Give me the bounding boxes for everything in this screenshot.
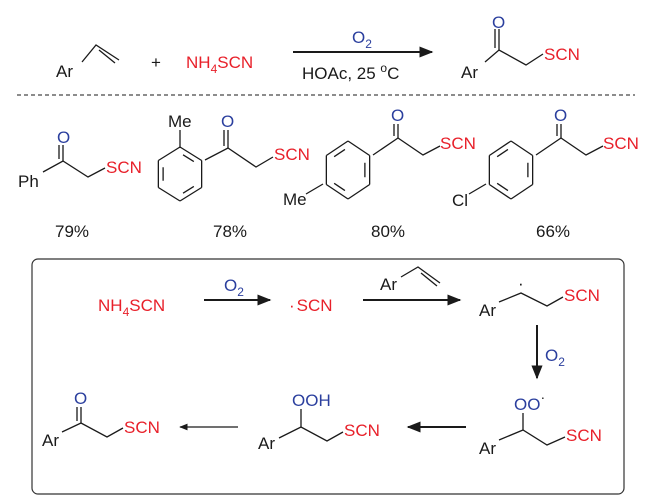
scn-label: SCN [440, 134, 476, 153]
example-o-tolyl: Me O SCN 78% [157, 112, 310, 241]
carbonyl-o-label: O [554, 106, 567, 125]
ring-double-bond [496, 148, 509, 158]
step1-o2: O2 [224, 276, 244, 299]
benzene-ring [157, 146, 203, 202]
yield-label: 80% [371, 222, 405, 241]
carbonyl-o-label: O [391, 106, 404, 125]
yield-label: 78% [213, 222, 247, 241]
ar-label: Ar [479, 439, 496, 458]
carbonyl-o-label: O [57, 128, 70, 147]
radical-dot: · [518, 274, 524, 293]
aryl-label: Ph [18, 172, 39, 191]
reagent-nh4scn: NH4SCN [186, 53, 253, 76]
product-structure: Ar O SCN [461, 13, 580, 82]
oxygen-reagent: O2 [352, 28, 372, 51]
styrene-vinyl-bond [400, 266, 441, 284]
methyl-label: Me [168, 112, 192, 131]
scn-label: SCN [566, 426, 602, 445]
methyl-label: Me [283, 190, 307, 209]
ring-double-bond [182, 185, 195, 194]
scn-label: SCN [124, 418, 160, 437]
step3-o2: O2 [545, 346, 565, 369]
styrene-ar-label: Ar [380, 275, 397, 294]
plus-sign: + [151, 53, 161, 72]
ring-double-bond [333, 148, 346, 158]
mechanism-box [31, 258, 625, 495]
ring-bond [158, 186, 181, 202]
scn-label: SCN [274, 145, 310, 164]
reaction-conditions: HOAc, 25 oC [302, 61, 399, 83]
scn-label: SCN [564, 286, 600, 305]
benzene-ring [325, 140, 371, 200]
ring-bond [179, 186, 202, 202]
ar-label: Ar [258, 434, 275, 453]
ring-double-bond [333, 182, 346, 192]
mech-nh4scn: NH4SCN [98, 296, 165, 319]
carbonyl-o-label: O [492, 13, 505, 32]
ring-bond [510, 183, 534, 200]
yield-label: 79% [55, 222, 89, 241]
thiocyanate-radical: ·SCN [289, 296, 333, 315]
general-reaction: Ar + NH4SCN O2 HOAc, 25 oC Ar O SCN [56, 13, 580, 83]
ring-bond [488, 183, 512, 200]
carbonyl-o-label: O [221, 112, 234, 131]
ring-bond [325, 140, 349, 157]
peroxy-radical: OO· Ar SCN [479, 389, 602, 458]
carbonyl-o-label: O [74, 389, 87, 408]
ring-double-bond [182, 154, 195, 163]
chloro-label: Cl [452, 191, 468, 210]
example-phenyl: Ph O SCN 79% [18, 128, 142, 241]
ring-bond [325, 183, 349, 200]
reactant-ar-label: Ar [56, 62, 73, 81]
product-scn-label: SCN [544, 45, 580, 64]
example-p-chlorophenyl: Cl O SCN 66% [452, 106, 639, 241]
ring-bond [158, 146, 181, 162]
ring-bond [179, 146, 202, 162]
benzene-ring [488, 140, 534, 200]
alkyl-radical: Ar · SCN [479, 274, 600, 320]
oo-label: OO· [514, 389, 545, 414]
scn-label: SCN [106, 158, 142, 177]
hydroperoxide: OOH Ar SCN [258, 391, 380, 453]
scn-label: SCN [603, 134, 639, 153]
mech-product: O Ar SCN [42, 389, 160, 450]
ooh-label: OOH [292, 391, 331, 410]
mechanism: NH4SCN O2 ·SCN Ar Ar · SCN O2 OO· Ar SCN… [42, 266, 602, 458]
ring-bond [510, 140, 534, 157]
yield-label: 66% [536, 222, 570, 241]
ring-bond [488, 140, 512, 157]
ring-bond [347, 183, 371, 200]
scn-label: SCN [344, 421, 380, 440]
product-ar-label: Ar [461, 63, 478, 82]
ring-bond [347, 140, 371, 157]
ring-double-bond [496, 182, 509, 192]
example-p-tolyl: Me O SCN 80% [283, 106, 476, 241]
ar-label: Ar [42, 431, 59, 450]
ar-label: Ar [479, 301, 496, 320]
vinyl-bond [81, 44, 120, 64]
